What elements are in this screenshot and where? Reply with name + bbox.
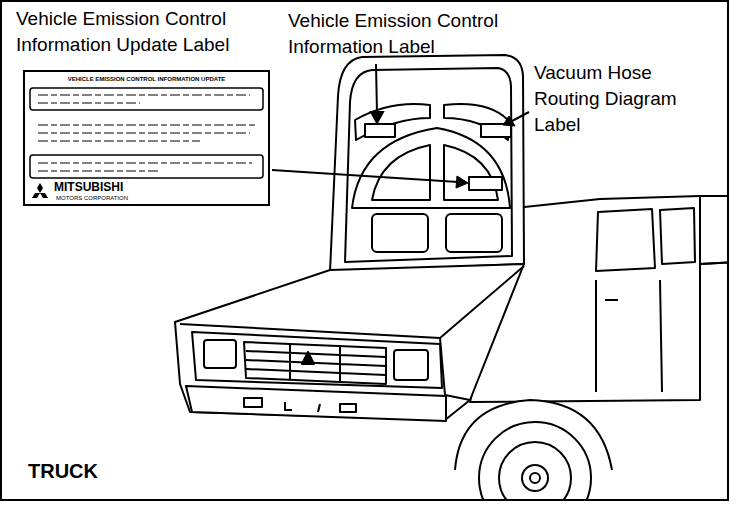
callout-label: Vehicle Emission Control Information Lab…: [288, 8, 538, 60]
panel-text: VEHICLE EMISSION CONTROL INFORMATION UPD…: [29, 75, 264, 83]
emission-label-panel: VEHICLE EMISSION CONTROL INFORMATION UPD…: [23, 70, 270, 206]
callout-label: Vacuum Hose Routing Diagram Label: [534, 60, 716, 138]
brand-name: MITSUBISHI: [54, 181, 204, 194]
panel-text: MOTORS CORPORATION: [56, 194, 206, 202]
callout-label: Vehicle Emission Control Information Upd…: [16, 6, 278, 58]
figure-tag: TRUCK: [28, 458, 148, 484]
